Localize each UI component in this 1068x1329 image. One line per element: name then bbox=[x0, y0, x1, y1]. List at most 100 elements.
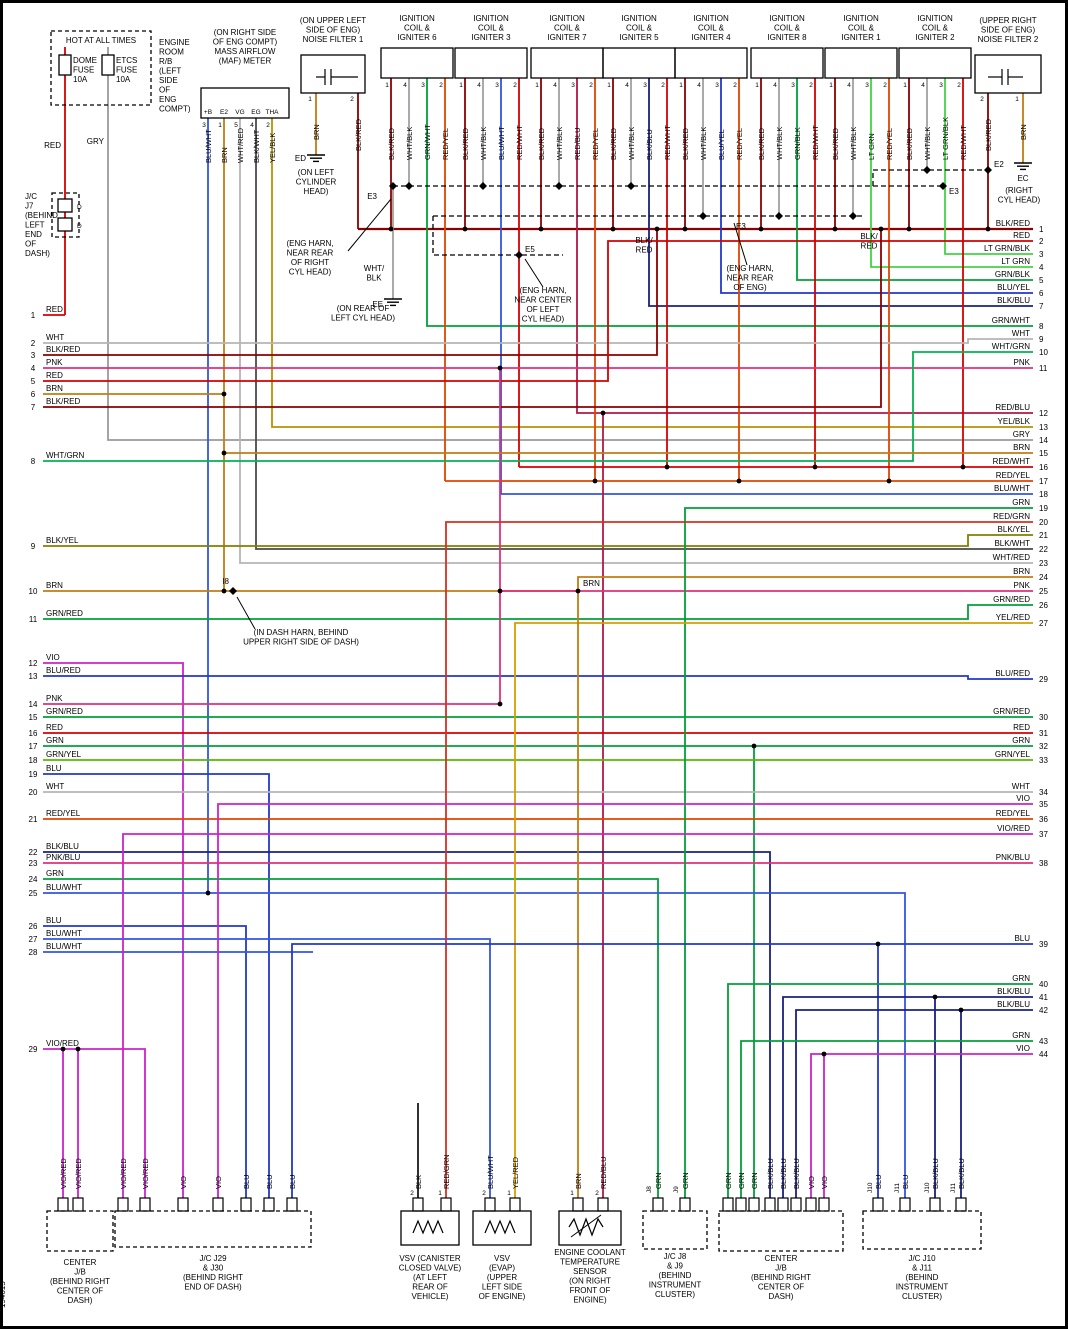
ignition-coil-3-box bbox=[454, 47, 528, 79]
junction-dot bbox=[878, 226, 884, 232]
junction-dot bbox=[654, 226, 660, 232]
wire-color-label: VIO bbox=[214, 1176, 223, 1189]
junction-dot bbox=[821, 1051, 827, 1057]
left-row-label: GRN/YEL bbox=[46, 750, 82, 759]
right-row-number: 17 bbox=[1039, 477, 1048, 486]
junction-diamond bbox=[229, 587, 237, 595]
left-row-label: BLU bbox=[46, 916, 62, 925]
right-row-number: 9 bbox=[1039, 335, 1044, 344]
connector-pin bbox=[818, 1197, 830, 1212]
ignition-coil-6-box bbox=[380, 47, 454, 79]
label: E3 bbox=[736, 222, 746, 231]
wire-color-label: RED/YEL bbox=[441, 128, 450, 160]
junction-dot bbox=[600, 410, 606, 416]
wire-lt-grn bbox=[870, 78, 1033, 268]
junction-dot bbox=[736, 478, 742, 484]
wire-gry bbox=[107, 75, 1033, 441]
wire-color-label: BLU bbox=[242, 1174, 251, 1189]
right-row-number: 40 bbox=[1039, 980, 1048, 989]
wire-vio bbox=[217, 803, 1033, 1198]
junction-dot bbox=[221, 450, 227, 456]
wire-blk-blu bbox=[795, 1009, 1033, 1198]
wire-color-label: BLK/BLU bbox=[645, 129, 654, 160]
right-row-number: 4 bbox=[1039, 263, 1044, 272]
label: D bbox=[77, 204, 82, 211]
label: 1 bbox=[570, 1190, 574, 1197]
junction-dot bbox=[886, 478, 892, 484]
connector-pin bbox=[263, 1197, 275, 1212]
junction-dot bbox=[758, 226, 764, 232]
dome-fuse bbox=[58, 54, 72, 76]
wire-color-label: GRN/WHT bbox=[423, 124, 432, 160]
connector-pin bbox=[139, 1197, 151, 1212]
right-row-number: 41 bbox=[1039, 993, 1048, 1002]
connector-pin bbox=[764, 1197, 776, 1212]
label: 2 bbox=[410, 1190, 414, 1197]
junction-diamond bbox=[939, 182, 947, 190]
connector-pin bbox=[955, 1197, 967, 1212]
wire-red-blu bbox=[576, 78, 1033, 414]
left-row-label: GRN bbox=[46, 736, 64, 745]
right-row-number: 31 bbox=[1039, 729, 1048, 738]
wire-color-label: RED/BLU bbox=[599, 1156, 608, 1189]
wire-color-label: RED/YEL bbox=[735, 128, 744, 160]
wire-red bbox=[43, 240, 1033, 382]
left-row-label: WHT bbox=[46, 782, 64, 791]
label: 1 bbox=[385, 82, 389, 89]
right-row-label: WHT bbox=[1012, 782, 1030, 791]
right-row-number: 43 bbox=[1039, 1037, 1048, 1046]
label: 2 bbox=[482, 1190, 486, 1197]
junction-diamond bbox=[479, 182, 487, 190]
left-row-number: 10 bbox=[29, 587, 38, 596]
label: 2 bbox=[957, 82, 961, 89]
connector-pin bbox=[679, 1197, 691, 1212]
label: 1 bbox=[679, 82, 683, 89]
right-row-label: VIO/RED bbox=[997, 824, 1030, 833]
wire-blk-red bbox=[43, 229, 658, 356]
left-row-number: 11 bbox=[29, 615, 38, 624]
junction-dot bbox=[388, 226, 394, 232]
junction-diamond bbox=[515, 251, 523, 259]
left-row-number: 27 bbox=[29, 935, 38, 944]
center-jb-1-box bbox=[46, 1210, 114, 1252]
junction-diamond bbox=[775, 212, 783, 220]
label: 3 bbox=[865, 82, 869, 89]
wire-color-label: WHT/BLK bbox=[699, 127, 708, 160]
right-row-label: GRN bbox=[1012, 498, 1030, 507]
wire-grn-red bbox=[43, 604, 1033, 620]
wire-vsv-coil bbox=[484, 1219, 516, 1235]
wire-color-label: BLU bbox=[901, 1174, 910, 1189]
right-row-label: BLU/RED bbox=[995, 669, 1030, 678]
label: 4 bbox=[773, 82, 777, 89]
right-row-label: BLK/YEL bbox=[998, 525, 1031, 534]
wire-color-label: BLK/RED bbox=[681, 127, 690, 160]
label: 1 bbox=[755, 82, 759, 89]
wire-color-label: J9 bbox=[673, 1186, 680, 1193]
left-row-label: VIO/RED bbox=[46, 1039, 79, 1048]
right-row-label: YEL/RED bbox=[996, 613, 1030, 622]
left-row-number: 6 bbox=[31, 390, 36, 399]
junction-diamond bbox=[849, 212, 857, 220]
junction-diamond bbox=[923, 166, 931, 174]
noise-filter-2-box bbox=[974, 54, 1042, 94]
wire-color-label: YEL/BLK bbox=[268, 133, 277, 163]
right-row-label: RED/YEL bbox=[996, 809, 1031, 818]
connector-pin bbox=[117, 1197, 129, 1212]
wire-pointer bbox=[524, 258, 544, 288]
right-row-label: GRN/BLK bbox=[995, 270, 1031, 279]
wire-color-label: YEL/RED bbox=[511, 1156, 520, 1189]
left-row-label: BLK/BLU bbox=[46, 842, 79, 851]
left-row-label: BLK/YEL bbox=[46, 536, 79, 545]
left-row-label: PNK/BLU bbox=[46, 853, 80, 862]
connector-pin bbox=[509, 1197, 521, 1212]
left-row-number: 21 bbox=[29, 815, 38, 824]
wire-color-label: GRN bbox=[724, 1172, 733, 1189]
wire-blu bbox=[291, 943, 1033, 1198]
wire-grn bbox=[727, 983, 1033, 1198]
